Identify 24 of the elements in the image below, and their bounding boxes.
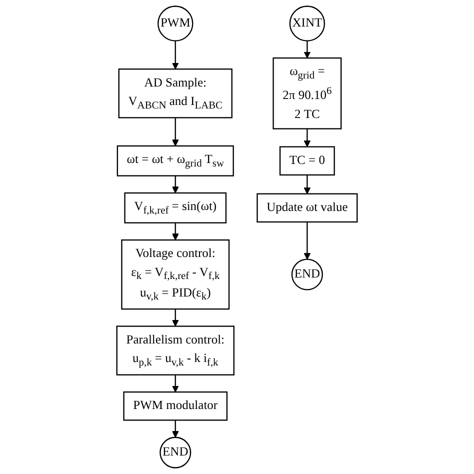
node-box: TC = 0 [279, 146, 335, 176]
arrow [172, 40, 179, 70]
node-box: V$_{f,k,ref}$ = sin(ωt) [124, 192, 227, 224]
arrow [304, 40, 311, 58]
node-circle: END [291, 258, 323, 290]
node-circle: END [160, 436, 192, 468]
arrow [304, 174, 311, 194]
arrow [172, 176, 179, 194]
arrow [172, 118, 179, 146]
node-box: Voltage control: ε$_{k}$ = V$_{f,k,ref}$ - V$_{f,k}$ u$_{v,k}$ = PID(ε$_{k}$) [121, 239, 230, 310]
arrow [304, 222, 311, 260]
node-box: ω$_{grid}$ = 2π 90.10$^{6}$ 2 TC [272, 57, 342, 130]
node-box: Update ωt value [256, 193, 358, 223]
arrow [304, 128, 311, 148]
node-box: AD Sample: V$_{ABCN}$ and I$_{LABC}$ [118, 68, 232, 118]
node-circle: PWM [158, 6, 194, 42]
node-box: ωt = ωt + ω$_{grid}$ T$_{sw}$ [116, 145, 234, 176]
arrow [172, 222, 179, 240]
arrow [172, 374, 179, 392]
node-box: PWM modulator [123, 391, 228, 421]
node-box: Parallelism control: u$_{p,k}$ = u$_{v,k}$ - k i$_{f,k}$ [116, 326, 234, 376]
node-circle: XINT [289, 6, 326, 42]
arrow [172, 420, 179, 438]
arrow [172, 309, 179, 327]
